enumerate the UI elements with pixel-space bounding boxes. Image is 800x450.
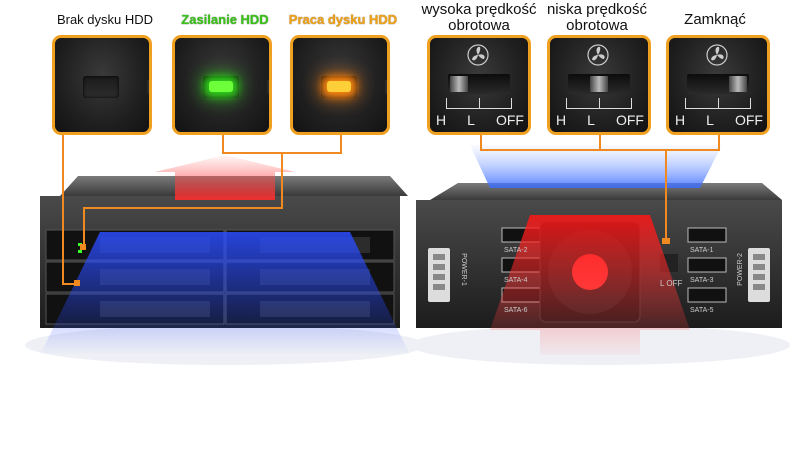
- sata-label-1: SATA-1: [690, 247, 714, 254]
- label-hdd-activity: Praca dysku HDD: [288, 12, 398, 27]
- sata-label-3: SATA-3: [690, 277, 714, 284]
- wire-no-disk-v: [62, 135, 64, 285]
- sata-label-4: SATA-4: [504, 277, 528, 284]
- rear-switch-label: L OFF: [660, 279, 683, 288]
- led-panel-no-disk: [52, 35, 152, 135]
- fan-icon: [706, 44, 728, 66]
- led-panel-activity: [290, 35, 390, 135]
- label-fan-low: niska prędkość obrotowa: [546, 1, 648, 34]
- label-no-disk: Brak dysku HDD: [56, 12, 154, 27]
- label-fan-high: wysoka prędkość obrotowa: [421, 1, 537, 34]
- wire-power-activity-bracket: [222, 135, 224, 153]
- power-label-1: POWER-1: [459, 253, 467, 286]
- sata-label-5: SATA-5: [690, 307, 714, 314]
- led-green: [209, 81, 233, 92]
- fan-icon: [587, 44, 609, 66]
- wire-no-disk-h: [62, 283, 80, 285]
- power-label-2: POWER-2: [736, 253, 744, 286]
- switch-knob: [450, 76, 468, 92]
- led-panel-power: [172, 35, 272, 135]
- fan-icon: [467, 44, 489, 66]
- led-off: [83, 76, 149, 98]
- switch-knob: [729, 76, 747, 92]
- wire-switch-bracket: [480, 135, 482, 150]
- sata-label-2: SATA-2: [504, 247, 528, 254]
- led-orange: [327, 81, 351, 92]
- sata-label-6: SATA-6: [504, 307, 528, 314]
- switch-knob: [590, 76, 608, 92]
- label-fan-off: Zamknąć: [684, 11, 746, 28]
- label-hdd-power: Zasilanie HDD: [181, 12, 269, 27]
